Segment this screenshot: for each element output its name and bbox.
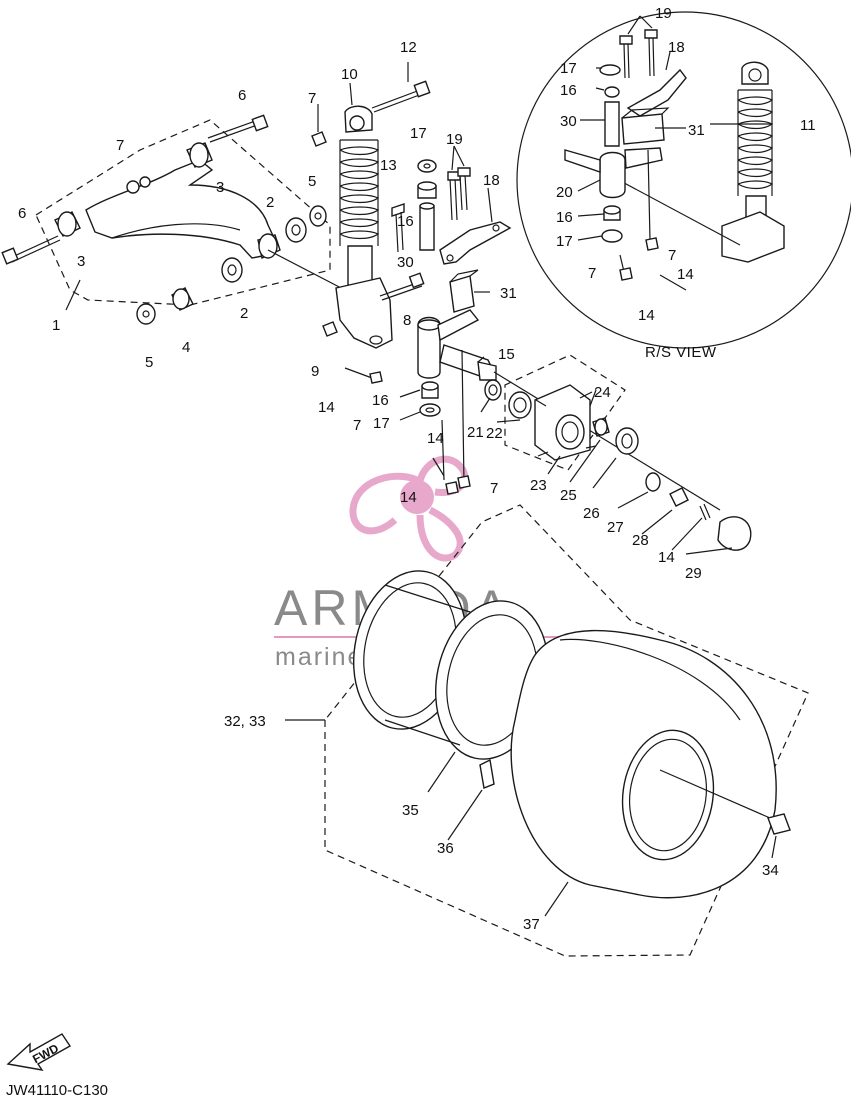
label-part-4: 4 [182, 339, 190, 356]
inset-labels: 19 18 17 16 30 31 11 20 16 17 7 7 14 14 … [556, 5, 816, 361]
label-part-16b: 16 [372, 392, 389, 409]
label-part-15: 15 [498, 346, 515, 363]
shock-absorber-group [311, 80, 431, 384]
rs-view-inset [516, 11, 851, 349]
label-part-26: 26 [583, 505, 600, 522]
rs-view-label: R/S VIEW [645, 344, 717, 361]
label-part-34: 34 [762, 862, 779, 879]
label-part-24: 24 [594, 384, 611, 401]
wheel-tire-group [324, 504, 809, 957]
label-part-14c: 14 [400, 489, 417, 506]
label-part-36: 36 [437, 840, 454, 857]
inset-label-20: 20 [556, 184, 573, 201]
label-part-7c: 7 [353, 417, 361, 434]
part-labels: 1 2 2 3 3 4 5 5 6 6 7 7 7 7 8 9 10 12 13… [18, 39, 779, 933]
inset-label-19: 19 [655, 5, 672, 22]
label-part-7a: 7 [116, 137, 124, 154]
label-part-25: 25 [560, 487, 577, 504]
inset-label-14b: 14 [638, 307, 655, 324]
leader-lines [65, 15, 777, 917]
label-part-6b: 6 [238, 87, 246, 104]
label-part-17b: 17 [373, 415, 390, 432]
label-part-27: 27 [607, 519, 624, 536]
label-part-7b: 7 [308, 90, 316, 107]
label-part-28: 28 [632, 532, 649, 549]
label-part-18: 18 [483, 172, 500, 189]
inset-label-17b: 17 [556, 233, 573, 250]
label-part-1: 1 [52, 317, 60, 334]
shock-spring [339, 139, 380, 246]
inset-label-30: 30 [560, 113, 577, 130]
knuckle-group [391, 159, 721, 511]
label-part-23: 23 [530, 477, 547, 494]
label-part-6a: 6 [18, 205, 26, 222]
label-part-30: 30 [397, 254, 414, 271]
label-part-32-33: 32, 33 [224, 713, 266, 730]
inset-label-14a: 14 [677, 266, 694, 283]
label-part-12: 12 [400, 39, 417, 56]
hub-group [484, 354, 752, 551]
label-part-16a: 16 [397, 213, 414, 230]
fwd-arrow: FWD [6, 1033, 72, 1071]
inset-label-16a: 16 [560, 82, 577, 99]
label-part-17a: 17 [410, 125, 427, 142]
label-part-5a: 5 [145, 354, 153, 371]
inset-label-7a: 7 [668, 247, 676, 264]
label-part-14d: 14 [658, 549, 675, 566]
inset-label-17a: 17 [560, 60, 577, 77]
label-part-5b: 5 [308, 173, 316, 190]
label-part-2a: 2 [266, 194, 274, 211]
label-part-3a: 3 [77, 253, 85, 270]
inset-label-18: 18 [668, 39, 685, 56]
label-part-21: 21 [467, 424, 484, 441]
label-part-14a: 14 [318, 399, 335, 416]
label-part-19: 19 [446, 131, 463, 148]
label-part-22: 22 [486, 425, 503, 442]
label-part-10: 10 [341, 66, 358, 83]
label-part-31: 31 [500, 285, 517, 302]
label-part-9: 9 [311, 363, 319, 380]
diagram-code: JW41110-C130 [6, 1082, 108, 1099]
label-part-13: 13 [380, 157, 397, 174]
inset-label-11: 11 [800, 117, 816, 134]
tire [510, 629, 777, 899]
label-part-2b: 2 [240, 305, 248, 322]
inset-label-16b: 16 [556, 209, 573, 226]
label-part-29: 29 [685, 565, 702, 582]
label-part-8: 8 [403, 312, 411, 329]
inset-label-31: 31 [688, 122, 705, 139]
label-part-3b: 3 [216, 179, 224, 196]
label-part-7d: 7 [490, 480, 498, 497]
label-part-37: 37 [523, 916, 540, 933]
label-part-35: 35 [402, 802, 419, 819]
label-part-14b: 14 [427, 430, 444, 447]
inset-label-7b: 7 [588, 265, 596, 282]
a-arm-group [1, 114, 346, 325]
armada-propeller-logo [349, 455, 469, 562]
